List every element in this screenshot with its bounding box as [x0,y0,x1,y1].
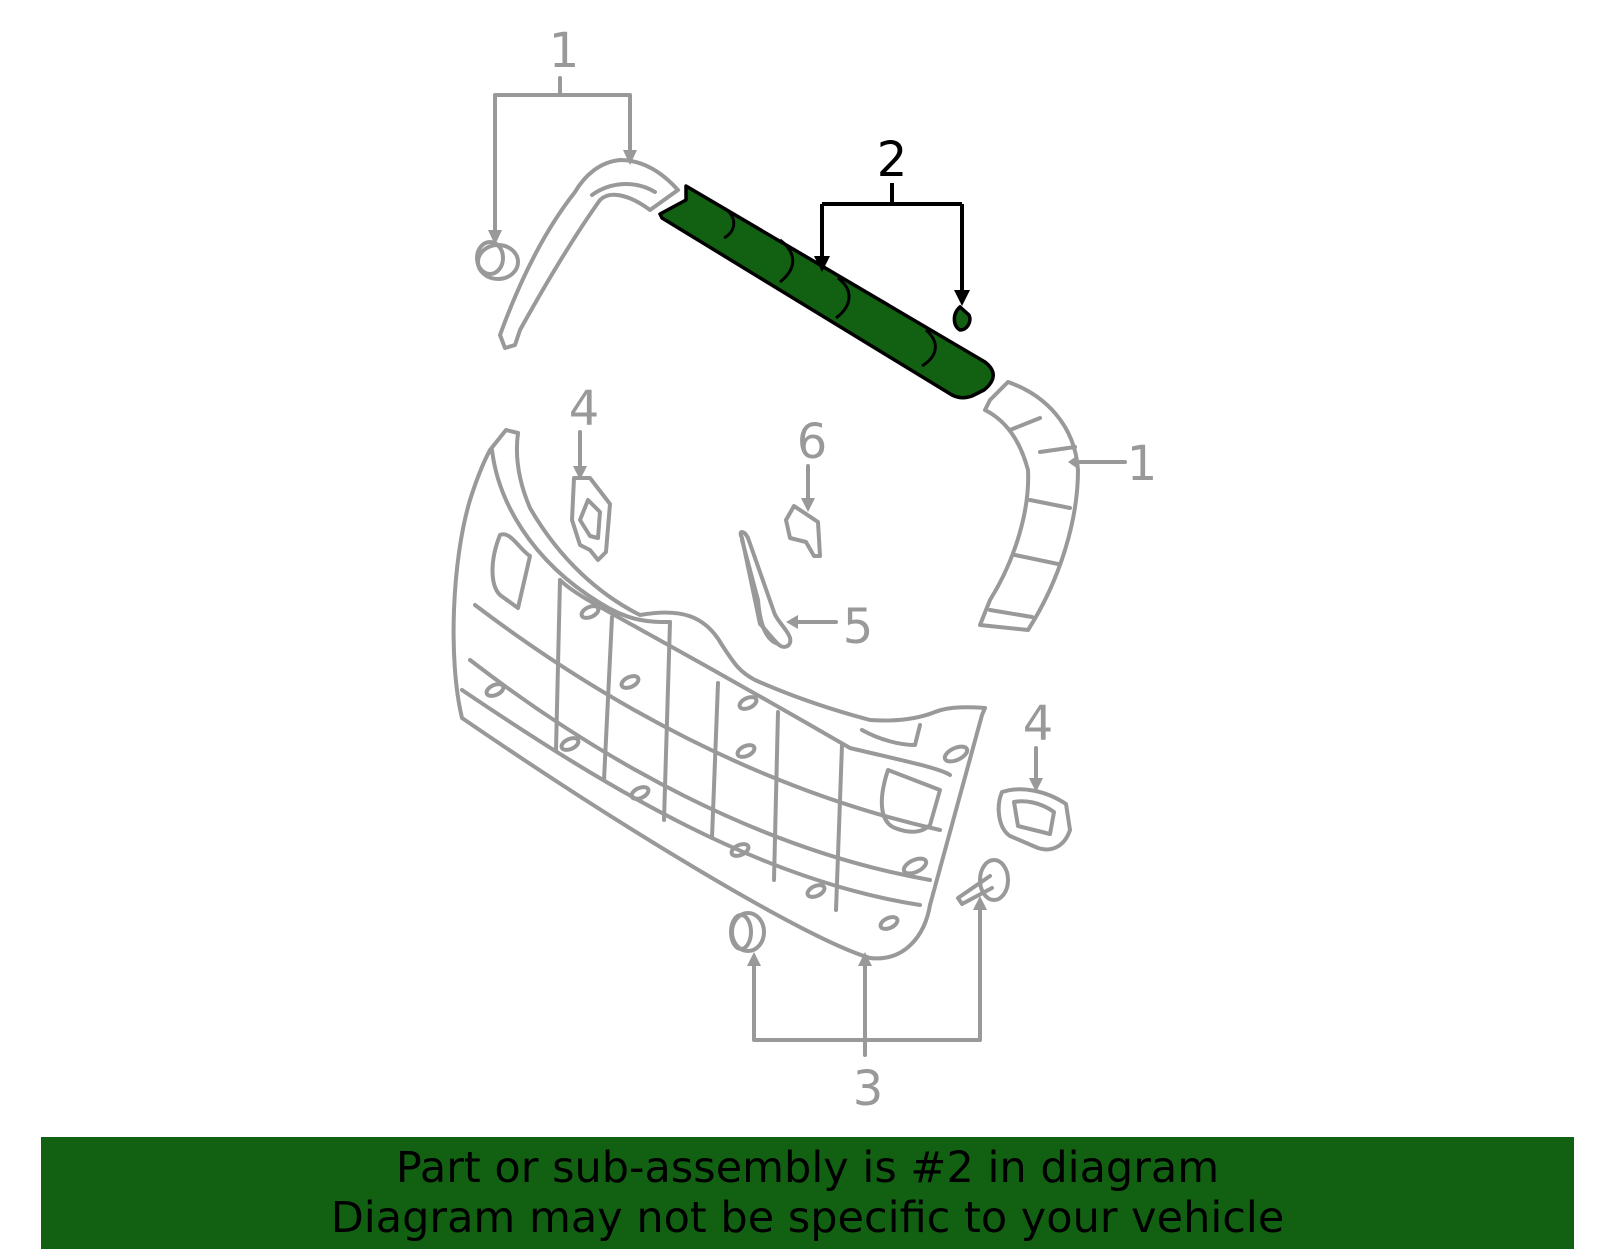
part-6-bracket [784,504,822,558]
part-4-retainer-lower [996,787,1072,852]
leader-1-right [1068,455,1127,469]
part-1-left-trim [498,158,680,350]
banner-line-2: Diagram may not be specific to your vehi… [330,1193,1285,1243]
leader-3 [747,896,987,1057]
leader-5 [786,615,838,629]
leader-2 [814,183,970,306]
banner-line-1: Part or sub-assembly is #2 in diagram [395,1143,1220,1193]
part-3-clip-pin [956,858,1010,906]
callout-1-left: 1 [549,23,580,79]
callout-4-upper: 4 [569,381,600,437]
leader-4-upper [573,430,587,480]
callout-4-lower: 4 [1023,696,1054,752]
part-5-pull-strap [738,530,793,649]
info-banner: Part or sub-assembly is #2 in diagram Di… [41,1137,1574,1249]
callout-1-right: 1 [1127,436,1158,492]
callout-3: 3 [853,1061,884,1117]
part-2-garnish [658,184,995,400]
leader-4-lower [1029,746,1043,792]
part-1-clip-left [475,240,520,281]
callout-5: 5 [843,599,874,655]
leader-6 [801,464,815,512]
callout-2: 2 [877,132,908,188]
part-4-retainer-upper [570,476,612,562]
part-2-clip [952,304,972,332]
part-1-right-trim [978,380,1080,632]
leader-1-left [488,76,637,245]
part-3-trim-board [451,428,987,961]
callout-6: 6 [797,414,828,470]
part-3-clip-round [729,911,766,953]
